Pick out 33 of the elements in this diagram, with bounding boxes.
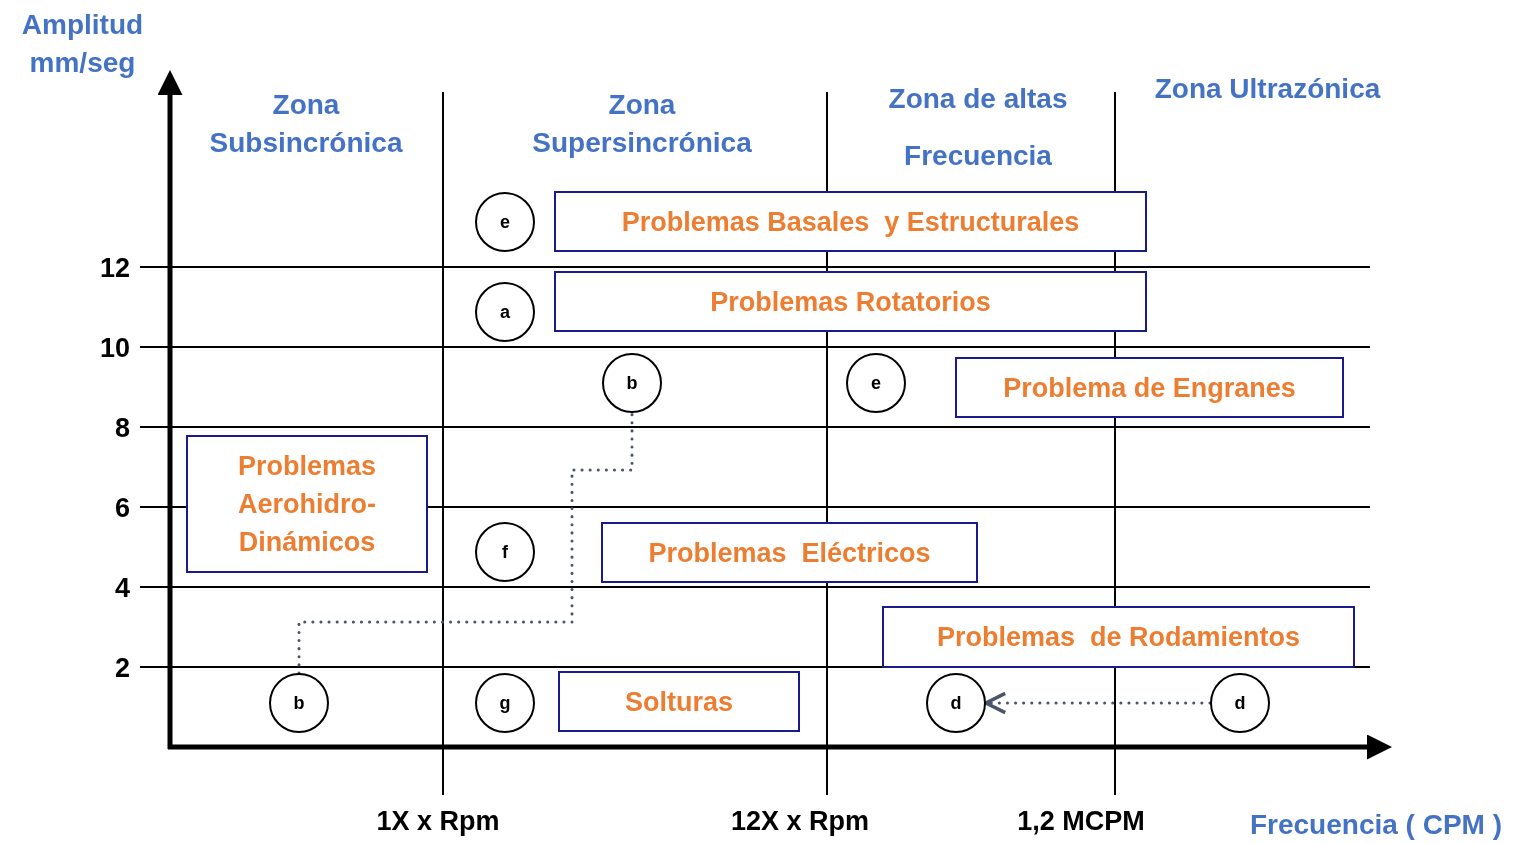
letter-circle: e xyxy=(846,353,906,413)
problem-box: Problema de Engranes xyxy=(955,357,1344,418)
letter-circle: g xyxy=(475,673,535,733)
tick-label: 4 xyxy=(113,573,130,604)
problem-box: Problemas Eléctricos xyxy=(601,522,978,583)
letter-circle: f xyxy=(475,522,535,582)
tick-label: 1,2 MCPM xyxy=(1016,806,1146,837)
tick-label: 12X x Rpm xyxy=(729,806,871,837)
zone-heading: Zona de altas Frecuencia xyxy=(887,82,1069,173)
letter-circle: d xyxy=(926,673,986,733)
axis-title: Amplitud mm/seg xyxy=(20,8,145,80)
zone-heading: Zona Supersincrónica xyxy=(531,88,753,160)
letter-circle: a xyxy=(475,282,535,342)
tick-label: 12 xyxy=(98,253,130,284)
axis-title: Frecuencia ( CPM ) xyxy=(1248,808,1504,842)
dotted-arrow xyxy=(984,691,1212,715)
problem-box: Problemas Basales y Estructurales xyxy=(554,191,1147,252)
dotted-connector xyxy=(297,411,634,675)
problem-box: Solturas xyxy=(558,671,800,732)
tick-label: 6 xyxy=(113,493,130,524)
letter-circle: d xyxy=(1210,673,1270,733)
problem-box: Problemas Rotatorios xyxy=(554,271,1147,332)
problem-box: Problemas de Rodamientos xyxy=(882,606,1355,668)
zone-heading: Zona Ultrazónica xyxy=(1153,72,1382,106)
zone-heading: Zona Subsincrónica xyxy=(208,88,404,160)
letter-circle: b xyxy=(602,353,662,413)
tick-label: 2 xyxy=(113,653,130,684)
tick-label: 1X x Rpm xyxy=(375,806,501,837)
tick-label: 8 xyxy=(113,413,130,444)
problem-box: Problemas Aerohidro- Dinámicos xyxy=(186,435,428,573)
letter-circle: b xyxy=(269,673,329,733)
letter-circle: e xyxy=(475,192,535,252)
tick-label: 10 xyxy=(98,333,130,364)
